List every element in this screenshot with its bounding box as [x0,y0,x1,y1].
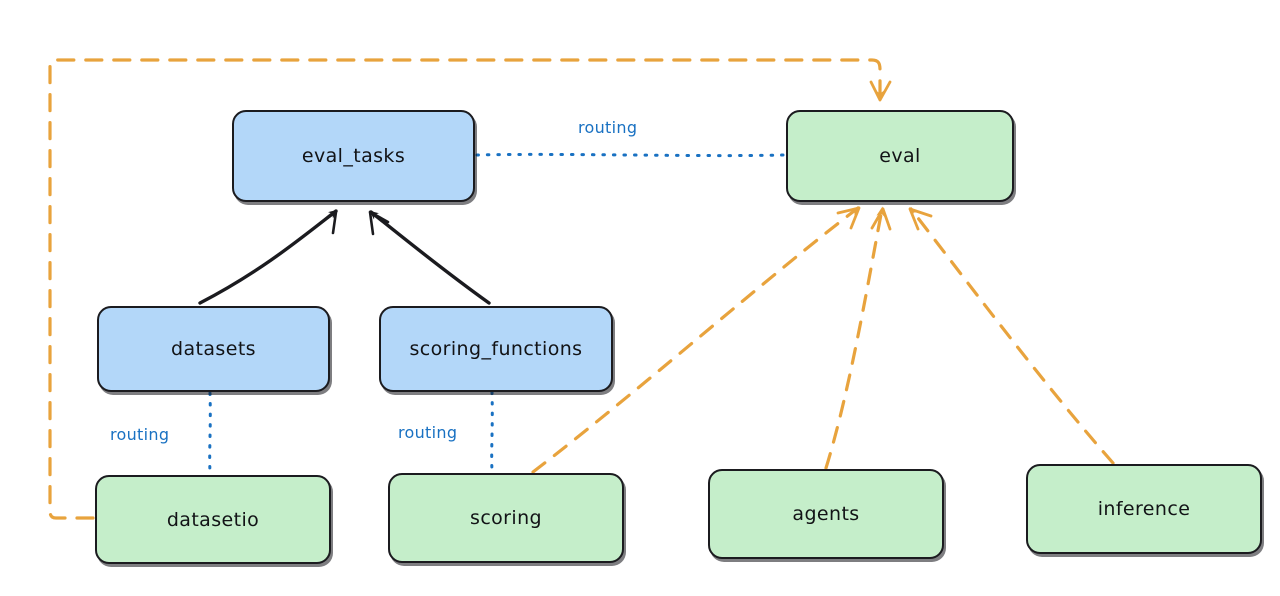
node-label: datasetio [166,508,260,531]
edge-datasetio-to-eval [48,58,892,520]
edge-scoring-functions-routing-scoring [490,390,494,473]
edge-label-routing-datasets-datasetio: routing [110,425,170,444]
node-label: agents [792,503,860,525]
edge-datasets-to-eval-tasks [198,209,338,305]
edge-eval-tasks-routing-eval [475,152,785,158]
node-label: eval_tasks [301,145,406,167]
node-inference[interactable]: inference [1026,464,1262,554]
edge-scoring-to-eval [531,206,861,474]
node-label: datasets [171,338,256,360]
node-scoring-functions[interactable]: scoring_functions [379,306,613,392]
edge-inference-to-eval [908,207,1115,465]
node-datasets[interactable]: datasets [97,306,330,392]
node-eval[interactable]: eval [786,110,1014,202]
node-scoring[interactable]: scoring [388,473,624,563]
node-agents[interactable]: agents [708,469,944,559]
edge-label-routing-eval-tasks-eval: routing [578,118,638,137]
node-label: scoring_functions [409,338,583,360]
node-eval-tasks[interactable]: eval_tasks [232,110,475,202]
node-label: eval [879,145,921,167]
node-datasetio[interactable]: datasetio [95,475,331,564]
edge-datasets-routing-datasetio [208,391,212,475]
node-label: inference [1097,498,1191,520]
edge-label-routing-scoring-functions-scoring: routing [398,423,458,442]
edge-scoring-functions-to-eval-tasks [368,210,491,305]
edge-agents-to-eval [824,206,892,470]
node-label: scoring [470,507,542,529]
